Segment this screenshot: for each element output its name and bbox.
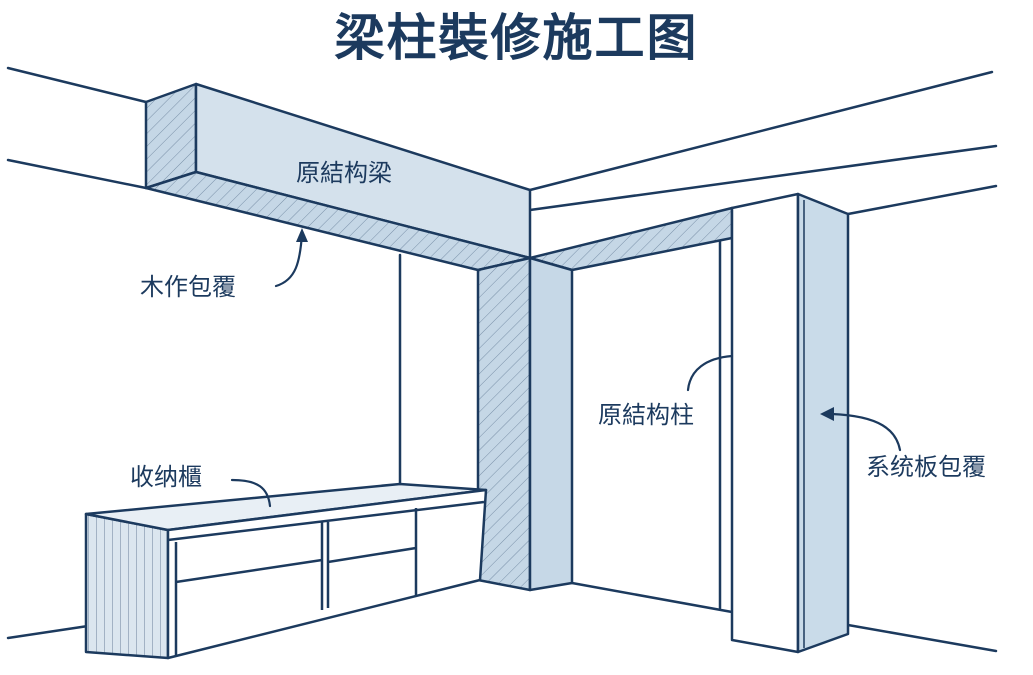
beam-end-face	[144, 82, 198, 190]
column-leader	[686, 354, 734, 392]
back-beam	[528, 206, 734, 272]
label-beam: 原結构梁	[296, 159, 392, 187]
system-board-arrowhead	[820, 407, 834, 421]
label-system-board-wrap: 系统板包覆	[866, 453, 986, 481]
room-outline	[6, 66, 998, 653]
system-board-leader	[830, 412, 902, 452]
column-front-face	[476, 256, 532, 592]
annotation-leaders	[230, 228, 902, 508]
column-right-face	[796, 192, 850, 654]
column-left-face	[730, 192, 800, 654]
wood-wrapped-column	[476, 256, 574, 592]
wood-wrap-arrowhead	[296, 228, 308, 242]
system-board-column	[730, 192, 850, 654]
label-storage-cabinet: 收纳櫃	[130, 463, 202, 491]
page-title: 梁柱裝修施工图	[334, 9, 699, 67]
cabinet-side	[84, 512, 170, 660]
column-side-face	[528, 256, 574, 592]
structural-beam	[144, 82, 532, 272]
label-column: 原結构柱	[598, 401, 694, 429]
cabinet-leader	[230, 478, 272, 508]
storage-cabinet	[84, 482, 488, 660]
label-wood-wrap: 木作包覆	[140, 273, 236, 301]
